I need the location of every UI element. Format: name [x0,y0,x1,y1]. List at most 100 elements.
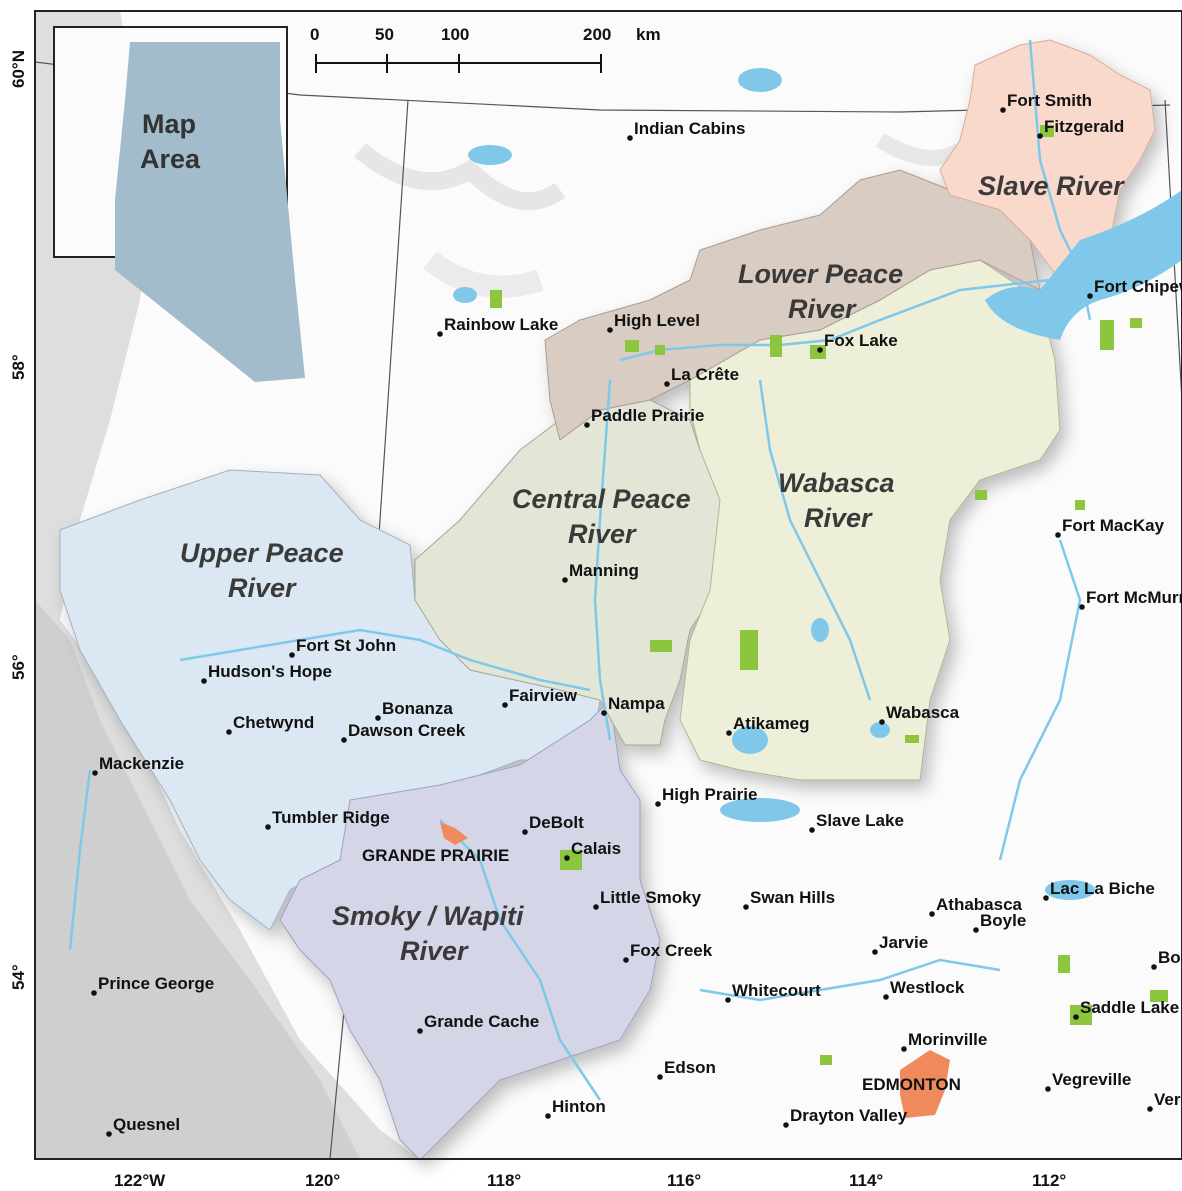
place-marker [627,135,633,141]
place-marker [607,327,613,333]
place-label: Fort McMurray [1086,588,1182,607]
basin-label-lower-2: River [788,294,857,324]
place-marker [522,829,528,835]
place-marker [1037,133,1043,139]
place-marker [375,715,381,721]
lon-tick-114: 114° [849,1171,883,1190]
place-marker [664,381,670,387]
place-marker [809,827,815,833]
place-label: Paddle Prairie [591,406,704,425]
place-label: GRANDE PRAIRIE [362,846,509,865]
place-marker [1055,532,1061,538]
protected-areas [490,125,1168,1065]
place-label: Little Smoky [600,888,702,907]
lat-tick-60: 60°N [9,50,28,88]
place-label: DeBolt [529,813,584,832]
place-marker [901,1046,907,1052]
place-label: Calais [571,839,621,858]
place-marker [1087,293,1093,299]
scale-tick-100: 100 [441,25,469,44]
map-border [34,10,1182,1160]
scale-tick-50: 50 [375,25,394,44]
place-label: Drayton Valley [790,1106,908,1125]
place-label: Grande Cache [424,1012,539,1031]
place-label: Wabasca [886,703,960,722]
place-marker [91,990,97,996]
place-marker [265,824,271,830]
place-label: Athabasca [936,895,1023,914]
place-marker [883,994,889,1000]
place-label: Fort Smith [1007,91,1092,110]
place-label: Lac La Biche [1050,879,1155,898]
place-label: Edson [664,1058,716,1077]
place-marker [879,719,885,725]
place-marker [593,904,599,910]
place-label: Slave Lake [816,811,904,830]
place-label: Hudson's Hope [208,662,332,681]
place-marker [545,1113,551,1119]
basin-label-upper-1: Upper Peace [180,538,344,568]
place-label: EDMONTON [862,1075,961,1094]
place-marker [817,347,823,353]
place-marker [437,331,443,337]
place-marker [1000,107,1006,113]
place-label: High Level [614,311,700,330]
place-marker [92,770,98,776]
place-marker [1079,604,1085,610]
lon-tick-116: 116° [667,1171,701,1190]
place-marker [726,730,732,736]
place-label: Chetwynd [233,713,314,732]
place-label: Fitzgerald [1044,117,1124,136]
place-marker [601,710,607,716]
place-label: Whitecourt [732,981,821,1000]
basin-lower-peace [544,169,1041,441]
basin-label-central-1: Central Peace [512,484,691,514]
scale-tick-0: 0 [310,25,319,44]
place-marker [502,702,508,708]
basin-label-lower-1: Lower Peace [738,259,903,289]
place-marker [226,729,232,735]
lat-tick-54: 54° [9,964,28,990]
urban-areas [440,822,950,1118]
place-label: Vermilion [1154,1090,1182,1109]
place-marker [1073,1014,1079,1020]
place-label: Mackenzie [99,754,184,773]
place-label: Fort St John [296,636,396,655]
place-label: Boyle [980,911,1026,930]
place-marker [657,1074,663,1080]
place-label: Hinton [552,1097,606,1116]
place-marker [584,422,590,428]
place-marker [1045,1086,1051,1092]
place-marker [564,855,570,861]
place-marker [341,737,347,743]
lon-tick-120: 120° [305,1171,340,1190]
place-label: Morinville [908,1030,987,1049]
basin-label-wabasca-1: Wabasca [778,468,895,498]
place-label: Fort MacKay [1062,516,1165,535]
longitude-ticks: 122°W 120° 118° 116° 114° 112° [114,1171,1066,1190]
place-label: Prince George [98,974,214,993]
place-label: Tumbler Ridge [272,808,390,827]
basin-label-smoky-1: Smoky / Wapiti [332,901,524,931]
basin-label-central-2: River [568,519,637,549]
place-label: Quesnel [113,1115,180,1134]
place-label: Jarvie [879,933,928,952]
place-label: Vegreville [1052,1070,1131,1089]
scale-unit: km [636,25,661,44]
place-label: Manning [569,561,639,580]
place-marker [872,949,878,955]
place-label: Fort Chipewyan [1094,277,1182,296]
latitude-ticks: 60°N 58° 56° 54° [9,50,28,990]
place-marker [1147,1106,1153,1112]
place-marker [655,801,661,807]
lon-tick-112: 112° [1032,1171,1066,1190]
place-label: Atikameg [733,714,810,733]
place-marker [1151,964,1157,970]
place-label: Fairview [509,686,578,705]
place-label: Fox Creek [630,941,713,960]
inset-label-line1: Map [142,109,196,139]
place-marker [623,957,629,963]
place-label: Westlock [890,978,965,997]
